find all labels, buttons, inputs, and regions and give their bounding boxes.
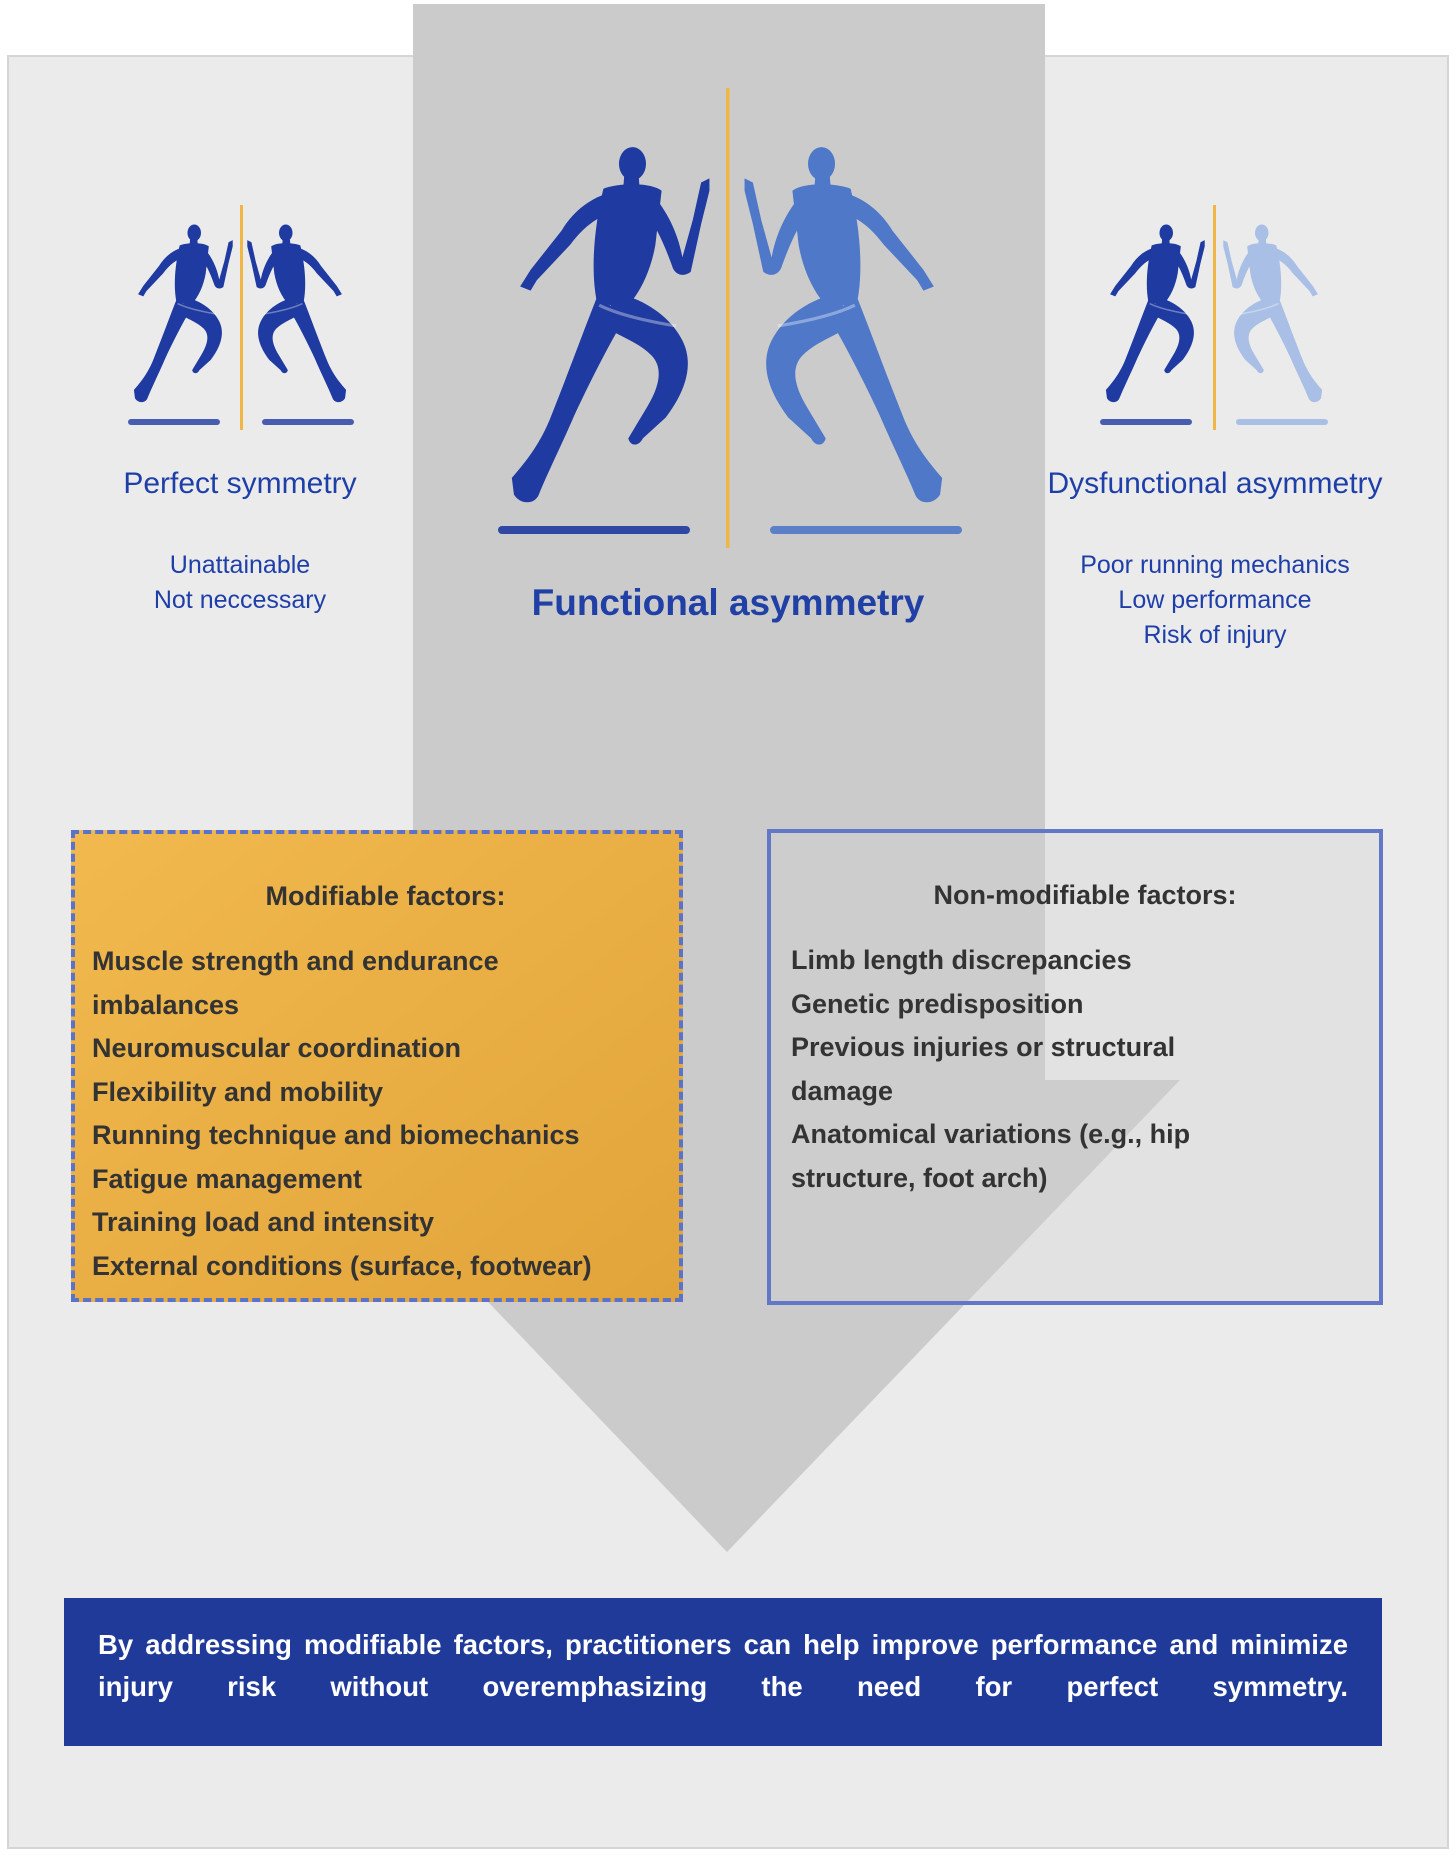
dysfunctional-asymmetry-notes: Poor running mechanics Low performance R… <box>995 548 1435 653</box>
modifiable-factors-title: Modifiable factors: <box>265 881 506 911</box>
list-item: Anatomical variations (e.g., hip <box>791 1119 1191 1149</box>
dysfunctional-asymmetry-title: Dysfunctional asymmetry <box>1047 467 1383 500</box>
nonmodifiable-factors-box: Non-modifiable factors: Limb length disc… <box>767 829 1383 1305</box>
ground-shadow <box>498 526 690 534</box>
list-item: Fatigue management <box>92 1163 363 1194</box>
note-poor-mechanics: Poor running mechanics <box>1080 551 1350 579</box>
perfect-symmetry-notes: Unattainable Not neccessary <box>20 548 460 618</box>
left-runners-group <box>128 205 354 430</box>
ground-shadow <box>1100 419 1192 425</box>
nonmodifiable-factors-title: Non-modifiable factors: <box>933 880 1237 910</box>
center-runners-group <box>498 88 962 548</box>
list-item: Neuromuscular coordination <box>92 1033 462 1063</box>
list-item: damage <box>791 1075 894 1106</box>
functional-asymmetry-title: Functional asymmetry <box>531 582 925 623</box>
nonmodifiable-factors-list: Limb length discrepancies Genetic predis… <box>791 939 1379 1200</box>
list-item: Running technique and biomechanics <box>92 1120 580 1150</box>
right-runners-group <box>1100 205 1328 430</box>
list-item: imbalances <box>92 989 240 1020</box>
note-not-necessary: Not neccessary <box>153 586 327 614</box>
note-unattainable: Unattainable <box>169 551 311 579</box>
list-item: structure, foot arch) <box>791 1162 1048 1193</box>
note-low-performance: Low performance <box>1118 586 1312 614</box>
mirror-divider-icon <box>1213 205 1216 430</box>
ground-shadow <box>262 419 354 425</box>
mirror-divider-icon <box>726 88 730 548</box>
ground-shadow <box>1236 419 1328 425</box>
ground-shadow <box>770 526 962 534</box>
modifiable-box-fill <box>71 830 683 1302</box>
list-item: Muscle strength and endurance <box>92 946 499 976</box>
list-item: Limb length discrepancies <box>791 945 1132 975</box>
conclusion-banner: By addressing modifiable factors, practi… <box>64 1598 1382 1746</box>
modifiable-factors-list: Muscle strength and endurance imbalances… <box>92 940 679 1288</box>
list-item: Genetic predisposition <box>791 988 1084 1019</box>
conclusion-text: By addressing modifiable factors, practi… <box>98 1629 1348 1702</box>
note-risk-of-injury: Risk of injury <box>1143 621 1287 649</box>
list-item: External conditions (surface, footwear) <box>92 1250 592 1281</box>
mirror-divider-icon <box>240 205 243 430</box>
ground-shadow <box>128 419 220 425</box>
perfect-symmetry-title: Perfect symmetry <box>123 467 357 500</box>
list-item: Flexibility and mobility <box>92 1076 384 1107</box>
modifiable-factors-box: Modifiable factors: Muscle strength and … <box>71 830 683 1302</box>
nonmodifiable-box-fill <box>767 829 1383 1305</box>
list-item: Previous injuries or structural <box>791 1032 1176 1062</box>
list-item: Training load and intensity <box>92 1207 435 1237</box>
